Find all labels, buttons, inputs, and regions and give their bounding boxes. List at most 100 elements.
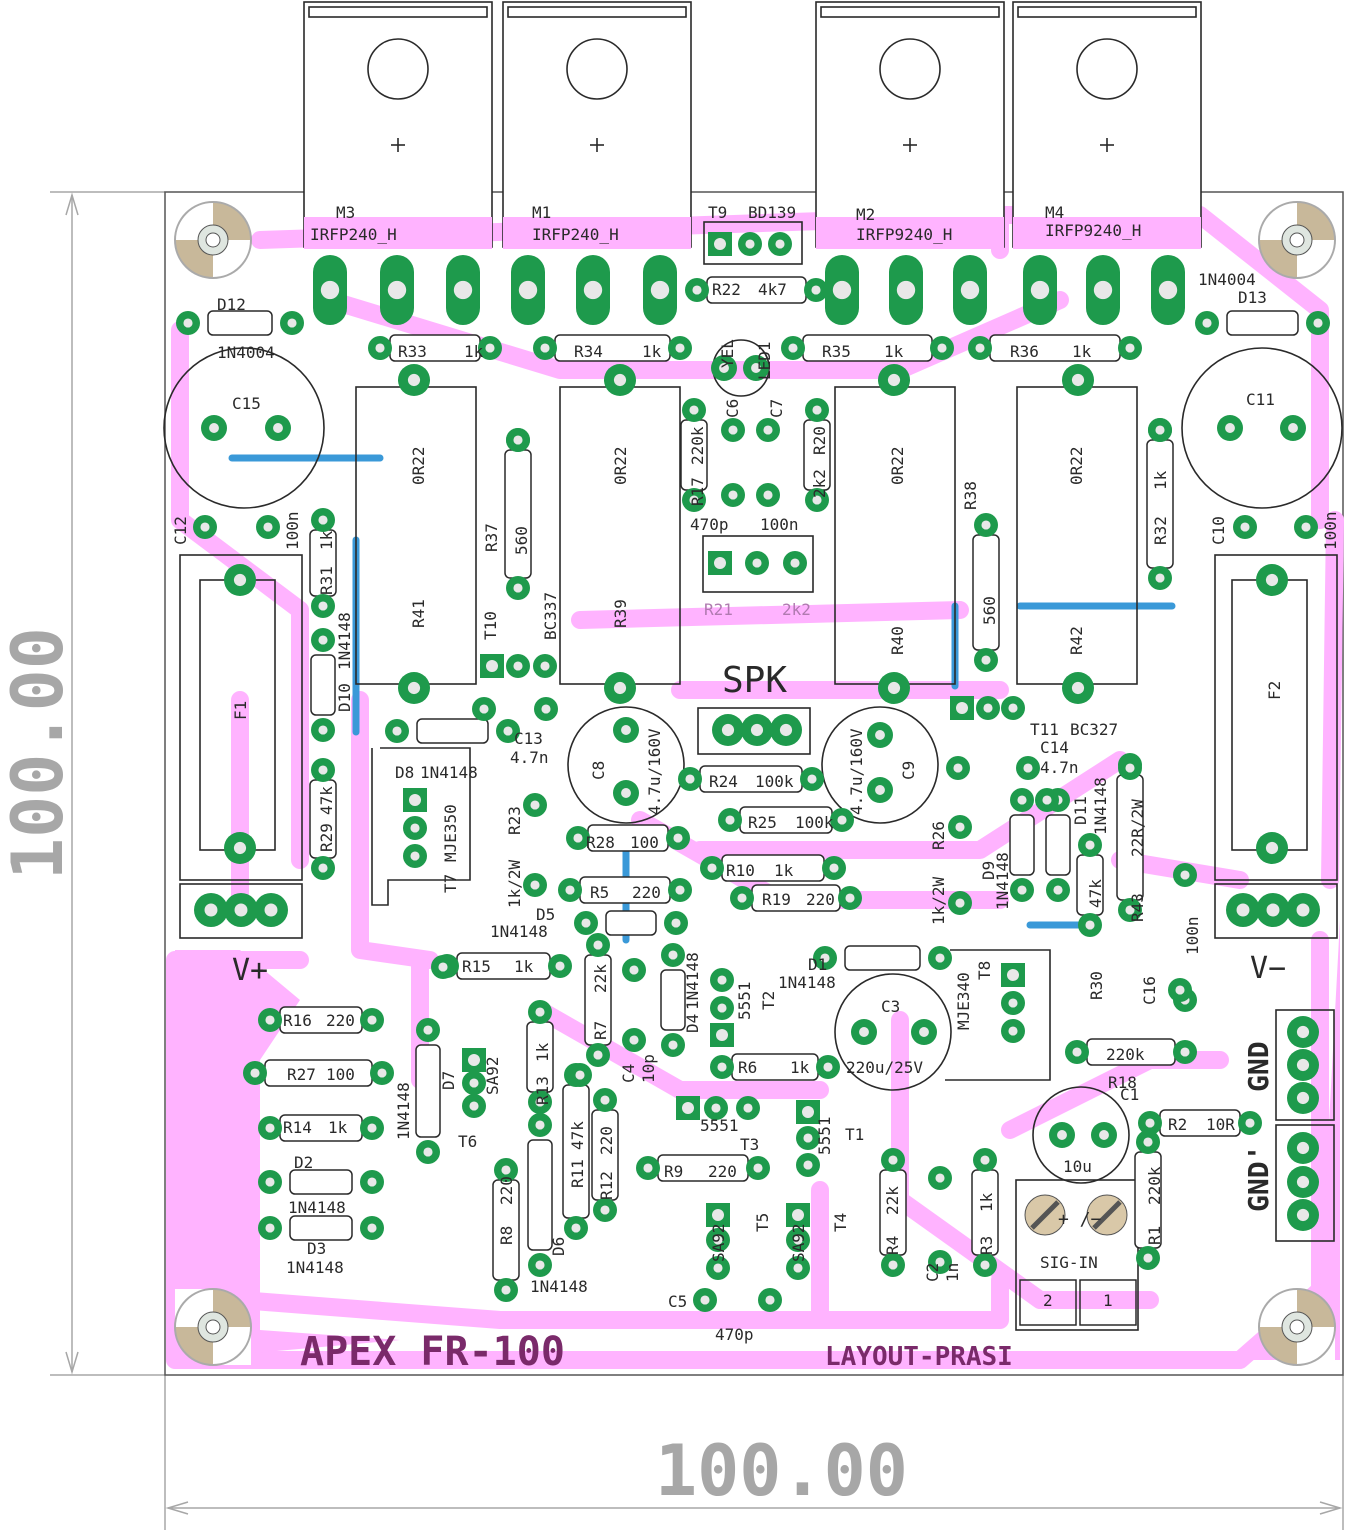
pad	[593, 1198, 617, 1222]
c5-ref: C5	[668, 1292, 687, 1311]
r34-ref: R34	[574, 342, 603, 361]
d10-part: 1N4148	[335, 612, 354, 670]
pad	[867, 777, 893, 803]
pad	[604, 672, 636, 704]
mosfet-leg-pad	[825, 255, 859, 325]
d6-ref: D6	[549, 1237, 568, 1256]
m3-ref: M3	[336, 203, 355, 222]
pad	[403, 816, 427, 840]
c11-ref: C11	[1246, 390, 1275, 409]
mosfet-m1	[502, 1, 692, 249]
r42-val: 0R22	[1067, 446, 1086, 485]
pad	[258, 1116, 282, 1140]
pad	[1065, 1040, 1089, 1064]
r32-body	[1146, 439, 1174, 569]
gnd2-label: GND'	[1242, 1145, 1275, 1212]
r36-val: 1k	[1072, 342, 1092, 361]
pad	[710, 1055, 734, 1079]
r12-ref: R12	[597, 1171, 616, 1200]
d9-ref: D9	[979, 861, 998, 880]
pad	[478, 336, 502, 360]
c2-ref: C2	[923, 1263, 942, 1282]
r23-val: 1k/2W	[505, 859, 524, 908]
pad	[462, 1094, 486, 1118]
pad	[685, 278, 709, 302]
pad	[783, 551, 807, 575]
c12-ref: C12	[171, 516, 190, 545]
mosfet-leg-pad	[1151, 255, 1185, 325]
pad	[878, 672, 910, 704]
r5-val: 220	[632, 883, 661, 902]
d1-ref: D1	[808, 955, 827, 974]
c7-ref: C7	[767, 399, 786, 418]
r25-ref: R25	[748, 813, 777, 832]
pad	[604, 364, 636, 396]
c4-val: 10p	[639, 1054, 658, 1083]
m2-part: IRFP9240_H	[856, 225, 952, 244]
pad	[1287, 1016, 1319, 1048]
d10-body	[310, 654, 336, 716]
pad	[930, 336, 954, 360]
pad	[1256, 832, 1288, 864]
r6-ref: R6	[738, 1058, 757, 1077]
c9-ref: C9	[899, 761, 918, 780]
c12-val: 100n	[283, 511, 302, 550]
d2-part: 1N4148	[288, 1198, 346, 1217]
pad	[758, 1288, 782, 1312]
pad	[494, 1158, 518, 1182]
r40-val: 0R22	[888, 446, 907, 485]
r33-val: 1k	[464, 342, 484, 361]
t11-ref: T11	[1030, 720, 1059, 739]
pad	[786, 1228, 810, 1252]
r38-val: 560	[980, 596, 999, 625]
c13-ref: C13	[514, 729, 543, 748]
r15-val: 1k	[514, 957, 534, 976]
dimension-lines	[50, 191, 1344, 1530]
r24-ref: R24	[709, 772, 738, 791]
c16-ref: C16	[1140, 976, 1159, 1005]
r27-val: 100	[326, 1065, 355, 1084]
pad	[1118, 898, 1142, 922]
c5-val: 470p	[715, 1325, 754, 1344]
pad	[813, 946, 837, 970]
t8-ref: T8	[975, 961, 994, 980]
d11-ref: D11	[1071, 796, 1090, 825]
pad	[721, 483, 745, 507]
pad	[706, 1228, 730, 1252]
r13-ref: R13	[533, 1076, 552, 1105]
t6-part: SA92	[483, 1056, 502, 1095]
pad	[506, 576, 530, 600]
c8-ref: C8	[589, 761, 608, 780]
pad	[368, 336, 392, 360]
t2-ref: T2	[759, 991, 778, 1010]
pad	[1238, 1111, 1262, 1135]
c1-ref: C1	[1120, 1085, 1139, 1104]
r21-val: 2k2	[782, 600, 811, 619]
pad	[403, 844, 427, 868]
pad	[974, 648, 998, 672]
pad	[805, 488, 829, 512]
pad	[706, 1256, 730, 1280]
r26-val: 1k/2W	[929, 876, 948, 925]
pad	[745, 551, 769, 575]
r24-val: 100k	[755, 772, 794, 791]
mosfet-leg-pad	[643, 255, 677, 325]
r18-ref: R18	[1108, 1073, 1137, 1092]
sig-pin1: 1	[1103, 1291, 1113, 1310]
t5-ref: T5	[753, 1213, 772, 1232]
t11-part: BC327	[1070, 720, 1118, 739]
pad	[830, 808, 854, 832]
d12-part: 1N4004	[217, 343, 275, 362]
c3-val: 220u/25V	[846, 1058, 923, 1077]
pad	[928, 1250, 952, 1274]
pad	[311, 508, 335, 532]
pad	[710, 996, 734, 1020]
d5-part: 1N4148	[490, 922, 548, 941]
r39-val: 0R22	[611, 446, 630, 485]
r21-ref: R21	[704, 600, 733, 619]
r31-val: 1k	[317, 530, 336, 550]
mosfet-leg-pad	[953, 255, 987, 325]
pad	[176, 311, 200, 335]
square-pad	[710, 1023, 734, 1047]
pad	[201, 415, 227, 441]
